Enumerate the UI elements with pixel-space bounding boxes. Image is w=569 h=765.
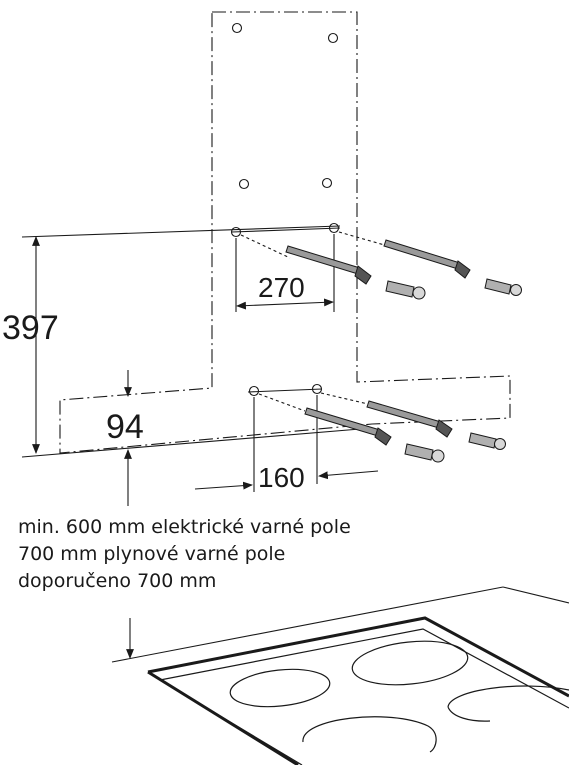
lower-reference-line — [21, 427, 373, 458]
mount-hole — [231, 22, 243, 34]
drill-bit-icon — [366, 400, 453, 438]
cooking-zone — [229, 668, 331, 708]
drill-bit-icon — [383, 239, 471, 279]
wall-plug-icon — [404, 443, 445, 463]
lower-hole-line — [247, 388, 323, 393]
clearance-note-line: min. 600 mm elektrické varné pole — [18, 516, 351, 538]
wall-plug-icon — [484, 278, 522, 296]
clearance-note: min. 600 mm elektrické varné pole 700 mm… — [18, 514, 351, 595]
mount-hole — [238, 178, 250, 190]
cooking-zone — [302, 716, 437, 753]
wall-plug-icon — [468, 432, 506, 450]
drill-hole — [328, 222, 340, 234]
dimension-270: 270 — [258, 272, 305, 303]
cooking-zone — [447, 685, 569, 722]
clearance-note-line: 700 mm plynové varné pole — [18, 543, 286, 565]
cooktop-illustration — [111, 586, 569, 765]
dimension-397: 397 — [2, 309, 59, 347]
clearance-note-line: doporučeno 700 mm — [18, 570, 217, 592]
cooking-zone — [351, 640, 469, 686]
drill-hole — [311, 383, 323, 395]
drill-hole — [230, 226, 242, 238]
dimension-94: 94 — [106, 408, 144, 446]
dimension-160: 160 — [258, 462, 305, 493]
mount-hole — [321, 177, 333, 189]
upper-hole-line — [231, 227, 341, 233]
wall-plug-icon — [385, 280, 426, 300]
drill-bit-icon — [304, 407, 392, 446]
drill-hole — [248, 385, 260, 397]
mount-hole — [327, 32, 339, 44]
upper-reference-line — [21, 225, 341, 238]
drill-bit-icon — [285, 245, 372, 285]
